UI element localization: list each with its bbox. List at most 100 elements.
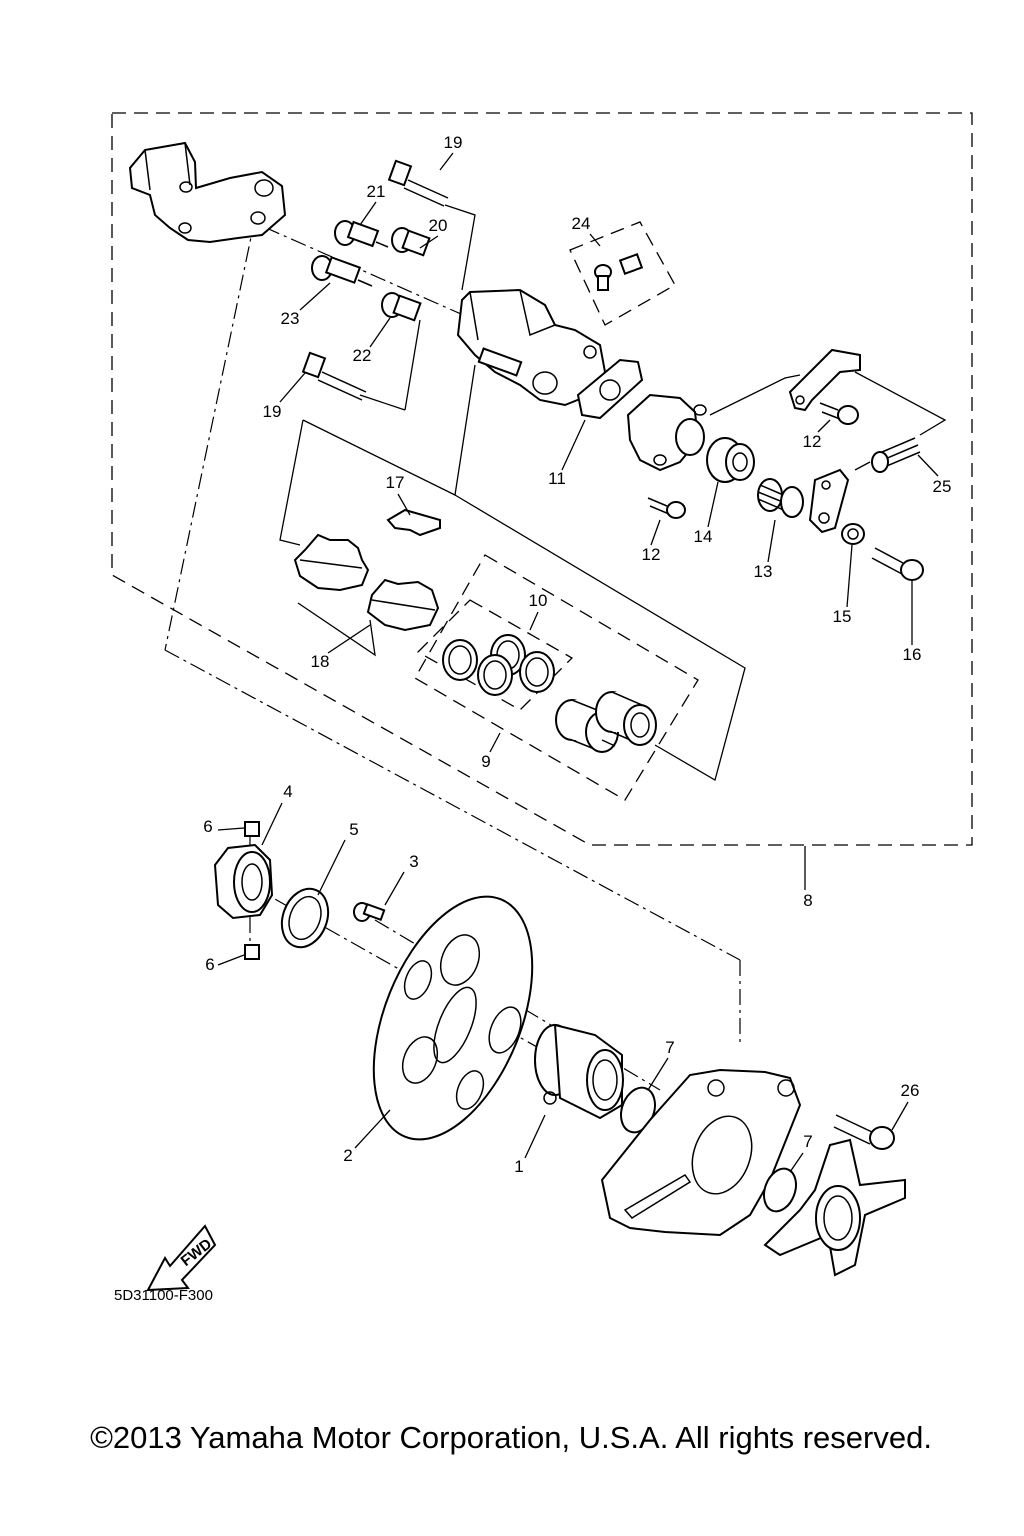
bleeder-6-bottom — [244, 944, 260, 960]
callout-label: 3 — [409, 852, 418, 871]
leader-line — [279, 372, 306, 403]
leader-line — [529, 611, 539, 631]
sprocket-hub — [763, 1138, 906, 1277]
callout-label: 26 — [901, 1081, 920, 1100]
leader-line — [217, 954, 245, 966]
callout-label: 22 — [353, 346, 372, 365]
leader-line — [767, 519, 776, 563]
leader-line — [561, 419, 586, 471]
callout-label: 15 — [833, 607, 852, 626]
piston-9-b — [595, 691, 657, 746]
callout-label: 25 — [933, 477, 952, 496]
axle-nut-4 — [213, 843, 274, 920]
leader-line — [817, 419, 831, 433]
group-line-bolt — [454, 494, 746, 781]
bolt-axis-line — [164, 649, 741, 961]
callout-label: 5 — [349, 820, 358, 839]
callout-label: 18 — [311, 652, 330, 671]
callout-label: 14 — [694, 527, 713, 546]
callout-label: 4 — [283, 782, 292, 801]
group-line-pins — [404, 319, 421, 411]
leader-line — [419, 235, 439, 249]
leader-line — [317, 839, 346, 896]
pin-23 — [311, 255, 373, 287]
callout-label: 2 — [343, 1146, 352, 1165]
brake-bracket — [600, 1068, 802, 1237]
leader-line — [846, 544, 853, 608]
spring-13 — [757, 478, 804, 518]
bolt-19-bottom — [301, 351, 367, 401]
leader-line — [299, 282, 331, 311]
bolt-12-upper — [819, 402, 859, 425]
brake-pad-18-right — [366, 578, 440, 632]
seal-10-c — [477, 654, 513, 696]
leader-line — [650, 519, 661, 546]
callout-label: 7 — [803, 1132, 812, 1151]
leader-line — [359, 201, 377, 226]
callout-label: 8 — [803, 891, 812, 910]
group-line-spring-2 — [854, 461, 871, 471]
leader-line — [891, 1101, 909, 1131]
leader-line — [217, 827, 245, 831]
seal-10-d — [519, 651, 555, 693]
callout-label: 20 — [429, 216, 448, 235]
callout-label: 6 — [205, 955, 214, 974]
leader-line — [489, 732, 501, 753]
o-ring-7-lower — [763, 1167, 797, 1213]
seal-10-a — [442, 639, 478, 681]
leader-line — [647, 1057, 669, 1091]
callout-label: 6 — [203, 817, 212, 836]
leader-line — [439, 152, 454, 171]
group-line-bracket — [709, 374, 801, 416]
callout-label: 1 — [514, 1157, 523, 1176]
bolt-26 — [833, 1114, 895, 1150]
callout-label: 11 — [548, 469, 566, 488]
pad-spring-17 — [386, 508, 441, 537]
caliper-assembly-outline — [111, 112, 973, 846]
brake-disc-2 — [372, 895, 534, 1141]
group-line-top — [444, 204, 476, 291]
callout-label: 19 — [263, 402, 282, 421]
copyright-notice: ©2013 Yamaha Motor Corporation, U.S.A. A… — [90, 1420, 932, 1455]
lever-plate — [808, 468, 850, 534]
callout-label: 13 — [754, 562, 773, 581]
pin-21 — [334, 220, 389, 248]
bolt-19-top — [387, 159, 449, 207]
callout-label: 21 — [367, 182, 386, 201]
leader-line — [917, 454, 939, 477]
group-line-caliper — [279, 419, 304, 546]
bolt-12-lower — [647, 497, 686, 519]
callout-label: 23 — [281, 309, 300, 328]
leader-line — [327, 624, 371, 654]
group-line-pads-18 — [297, 602, 376, 657]
bleed-screw-kit-box — [569, 221, 676, 326]
leader-line — [354, 1109, 391, 1149]
collar-14 — [706, 437, 755, 483]
nut-15 — [841, 523, 865, 545]
adjust-bolt-16 — [871, 547, 924, 581]
brake-pad-18-left — [293, 533, 370, 592]
callout-label: 16 — [903, 645, 922, 664]
cable-bracket-12 — [788, 348, 861, 412]
leader-line — [397, 493, 411, 516]
leader-line — [789, 1152, 804, 1173]
caliper-body — [456, 288, 607, 407]
callout-label: 24 — [572, 214, 591, 233]
callout-label: 7 — [665, 1038, 674, 1057]
group-line-pins-2 — [359, 394, 406, 411]
parking-lever-body — [626, 393, 707, 472]
piston-seal-kit-box — [414, 554, 699, 801]
bleeder-6-top — [244, 821, 260, 837]
leader-line — [589, 233, 601, 247]
callout-label: 9 — [481, 752, 490, 771]
leader-line — [707, 481, 719, 528]
bleed-screw-24 — [594, 253, 644, 291]
callout-label: 12 — [642, 545, 661, 564]
callout-label: 17 — [386, 473, 405, 492]
callout-label: 12 — [803, 432, 822, 451]
leader-line — [384, 871, 405, 906]
leader-line — [369, 317, 391, 348]
hub-1 — [534, 1023, 624, 1120]
diagram-code: 5D31100-F300 — [114, 1287, 213, 1304]
